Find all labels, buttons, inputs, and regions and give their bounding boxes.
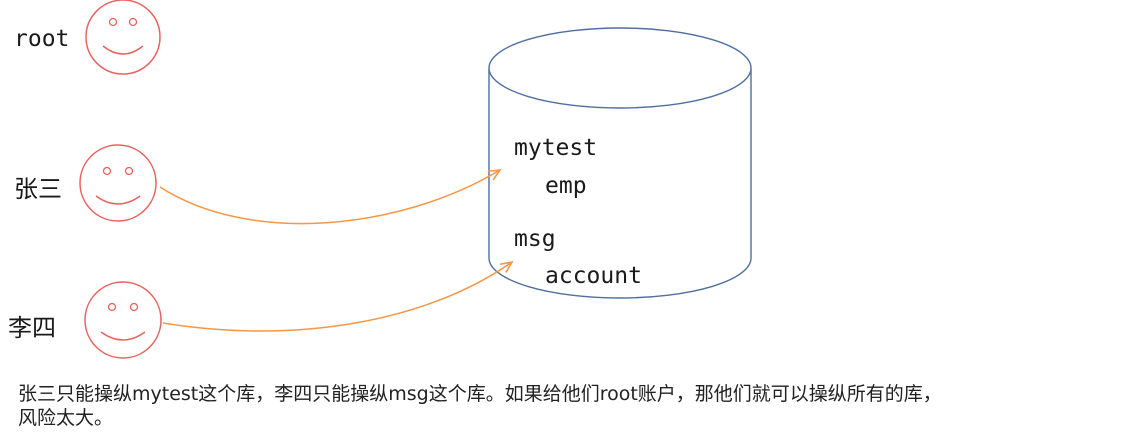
caption-line-2: 风险太大。 xyxy=(18,407,114,429)
user-label-root: root xyxy=(14,26,69,52)
user-label-lisi: 李四 xyxy=(8,314,56,342)
user-label-zhangsan: 张三 xyxy=(14,175,62,203)
caption-line-1: 张三只能操纵mytest这个库，李四只能操纵msg这个库。如果给他们root账户… xyxy=(18,383,942,405)
smiley-face-icon xyxy=(79,144,157,222)
table-name-account: account xyxy=(545,263,642,289)
database-cylinder-icon xyxy=(488,27,752,299)
schema-name-mytest: mytest xyxy=(514,135,597,161)
access-arrow-lisi-msg xyxy=(162,260,514,332)
caption-text: 张三只能操纵mytest这个库，李四只能操纵msg这个库。如果给他们root账户… xyxy=(18,382,1138,430)
smiley-face-icon xyxy=(84,281,162,359)
smiley-face-icon xyxy=(85,0,161,75)
table-name-emp: emp xyxy=(545,173,587,199)
schema-name-msg: msg xyxy=(514,226,556,252)
access-arrow-zhangsan-mytest xyxy=(159,169,502,225)
